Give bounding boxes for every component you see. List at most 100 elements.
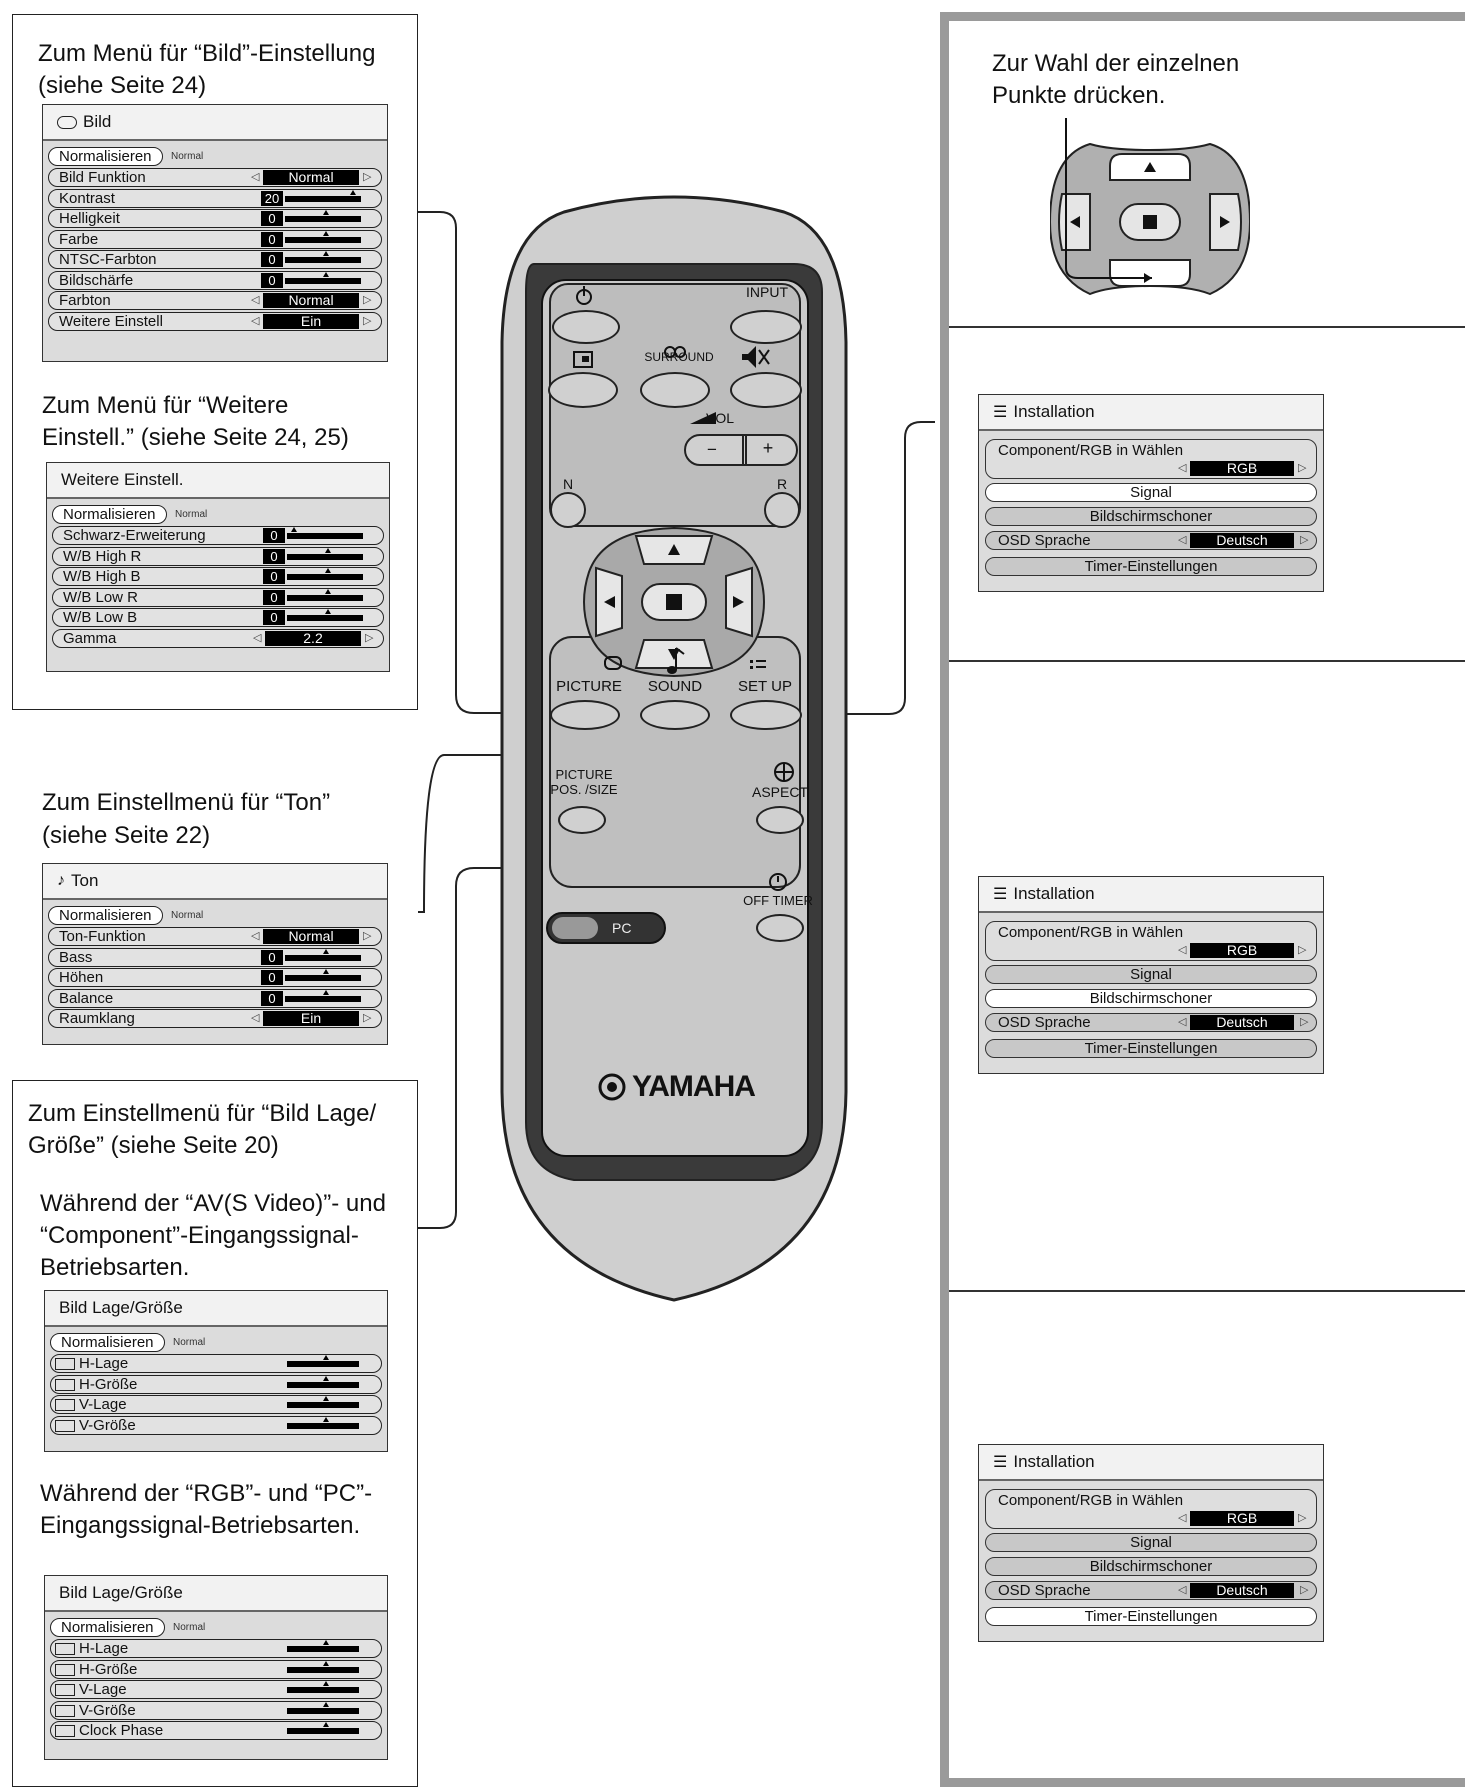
menu-row[interactable]: H-Größe <box>50 1374 382 1394</box>
menu-row-label: W/B Low B <box>63 609 138 626</box>
normalize-button[interactable]: Normalisieren <box>50 1333 165 1352</box>
setup-button[interactable] <box>730 700 802 730</box>
aspect-button[interactable] <box>756 806 804 834</box>
signal-row[interactable]: Signal <box>985 965 1317 984</box>
component-rgb-row[interactable]: Component/RGB in Wählen◁RGB▷ <box>985 1489 1317 1529</box>
menu-row-label: Bass <box>59 948 93 966</box>
menu-row-label: Farbe <box>59 230 99 248</box>
level-marker <box>290 527 297 532</box>
menu-row[interactable]: V-Größe <box>50 1700 382 1720</box>
menu-row-label: NTSC-Farbton <box>59 251 157 268</box>
left-button[interactable] <box>596 576 622 628</box>
up-button[interactable] <box>644 536 704 564</box>
menu-row[interactable]: Farbton◁Normal▷ <box>48 291 382 310</box>
menu-row[interactable]: Gamma◁2.2▷ <box>52 628 384 648</box>
menu-row-label: V-Lage <box>79 1396 127 1413</box>
power-button[interactable] <box>552 310 620 344</box>
divider-2 <box>949 660 1465 662</box>
menu-row-label: H-Größe <box>79 1375 138 1393</box>
input-button[interactable] <box>730 310 802 344</box>
center-button[interactable] <box>642 584 706 620</box>
normalize-button[interactable]: Normalisieren <box>48 906 163 925</box>
off-timer-button[interactable] <box>756 914 804 942</box>
select-caption-line2: Punkte drücken. <box>992 82 1166 109</box>
screensaver-row[interactable]: Bildschirmschoner <box>985 507 1317 526</box>
picture-pos-size-button[interactable] <box>558 806 606 834</box>
surround-button[interactable] <box>640 372 710 408</box>
level-marker <box>325 568 331 573</box>
menu-row-label: Schwarz-Erweiterung <box>63 527 206 544</box>
level-bar <box>285 271 361 284</box>
signal-row[interactable]: Signal <box>985 1533 1317 1552</box>
pc-button[interactable]: PC <box>546 912 666 944</box>
position-icon <box>55 1725 75 1738</box>
menu-row[interactable]: Weitere Einstell◁Ein▷ <box>48 311 382 331</box>
menu-row[interactable]: H-Lage <box>50 1639 382 1658</box>
down-button[interactable] <box>644 640 704 668</box>
list-icon: ☰ <box>993 404 1008 421</box>
menu-row[interactable]: H-Größe <box>50 1659 382 1679</box>
normalize-button[interactable]: Normalisieren <box>50 1618 165 1637</box>
n-button[interactable] <box>550 492 586 528</box>
list-icon: ☰ <box>993 1454 1008 1471</box>
signal-row[interactable]: Signal <box>985 483 1317 502</box>
arrow-left-icon: ◁ <box>251 294 260 306</box>
arrow-left-icon: ◁ <box>1178 534 1187 546</box>
position-icon <box>55 1378 75 1391</box>
timer-settings-row[interactable]: Timer-Einstellungen <box>985 1039 1317 1058</box>
level-marker <box>323 1722 329 1727</box>
menu-row-label: W/B High R <box>63 547 142 565</box>
r-button[interactable] <box>764 492 800 528</box>
menu-row[interactable]: Ton-Funktion◁Normal▷ <box>48 927 382 946</box>
sound-button[interactable] <box>640 700 710 730</box>
pip-button[interactable] <box>548 372 618 408</box>
timer-settings-row[interactable]: Timer-Einstellungen <box>985 557 1317 576</box>
level-bar <box>285 969 361 981</box>
level-bar <box>287 1681 359 1693</box>
screensaver-row[interactable]: Bildschirmschoner <box>985 1557 1317 1576</box>
osd-language-row[interactable]: OSD Sprache◁Deutsch▷ <box>985 531 1317 550</box>
component-rgb-row[interactable]: Component/RGB in Wählen◁RGB▷ <box>985 439 1317 479</box>
menu-row[interactable]: V-Lage <box>50 1680 382 1699</box>
rgb-caption-line1: Während der “RGB”- und “PC”- <box>40 1480 373 1507</box>
menu-row-label: Gamma <box>63 629 117 647</box>
screensaver-row[interactable]: Bildschirmschoner <box>985 989 1317 1008</box>
mute-button[interactable] <box>730 372 802 408</box>
menu-row-label: Höhen <box>59 969 104 986</box>
component-rgb-row[interactable]: Component/RGB in Wählen◁RGB▷ <box>985 921 1317 961</box>
osd-language-row[interactable]: OSD Sprache◁Deutsch▷ <box>985 1013 1317 1032</box>
menu-row[interactable]: V-Größe <box>50 1415 382 1435</box>
right-button[interactable] <box>726 576 752 628</box>
list-icon: ☰ <box>993 886 1008 903</box>
picture-button[interactable] <box>550 700 620 730</box>
lage-menu-av-title: Bild Lage/Größe <box>59 1298 183 1317</box>
menu-row[interactable]: Bild Funktion◁Normal▷ <box>48 168 382 187</box>
component-rgb-value: RGB <box>1190 461 1294 476</box>
menu-row[interactable]: V-Lage <box>50 1395 382 1414</box>
menu-row[interactable]: Raumklang◁Ein▷ <box>48 1009 382 1028</box>
osd-language-value: Deutsch <box>1190 533 1294 548</box>
normalize-sub-label: Normal <box>171 910 204 921</box>
menu-row[interactable]: Clock Phase <box>50 1721 382 1740</box>
osd-language-row[interactable]: OSD Sprache◁Deutsch▷ <box>985 1581 1317 1600</box>
timer-settings-row[interactable]: Timer-Einstellungen <box>985 1607 1317 1626</box>
menu-row[interactable]: H-Lage <box>50 1354 382 1373</box>
menu-row-value: 0 <box>261 272 283 288</box>
normalize-button[interactable]: Normalisieren <box>48 147 163 166</box>
normalize-button[interactable]: Normalisieren <box>52 505 167 524</box>
vol-rocker[interactable] <box>684 434 798 466</box>
dpad-diagram <box>1050 118 1250 296</box>
